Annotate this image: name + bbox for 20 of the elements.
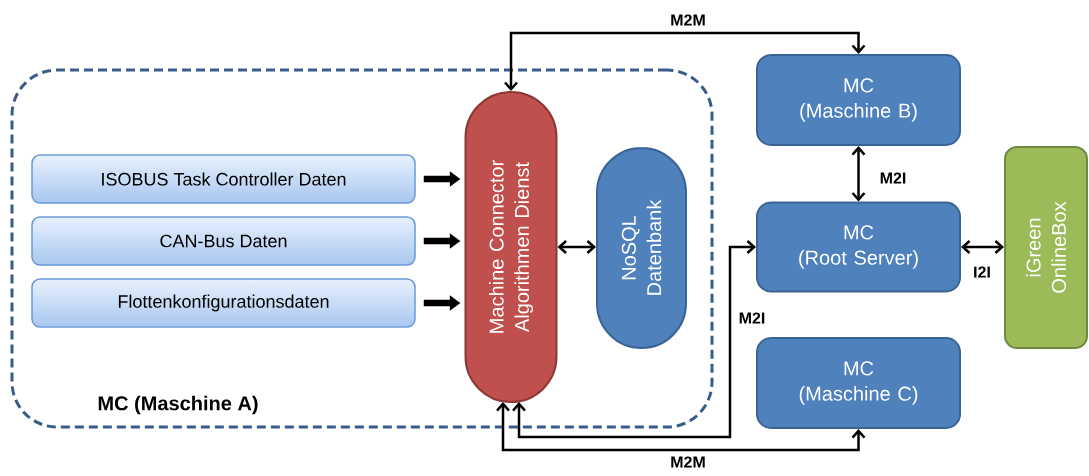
arrow — [851, 146, 866, 202]
service-capsule: Machine Connector Algorithmen Dienst — [464, 91, 558, 403]
online-box-capsule: iGreen OnlineBox — [1004, 146, 1088, 349]
edge-label: M2I — [737, 311, 767, 325]
arrow — [504, 31, 866, 91]
arrow — [512, 240, 756, 439]
edge-label: M2M — [668, 13, 708, 27]
edge-label: I2I — [971, 265, 993, 279]
machine-connector-box: MC (Maschine C) — [756, 337, 961, 429]
arrow — [557, 240, 596, 254]
edge-label: M2I — [878, 171, 908, 185]
machine-connector-box: MC (Maschine B) — [756, 54, 961, 146]
data-source-box: CAN-Bus Daten — [31, 216, 416, 266]
edge-label: M2M — [668, 455, 708, 469]
arrow — [496, 402, 866, 452]
database-capsule: NoSQL Datenbank — [596, 147, 687, 349]
data-source-box: ISOBUS Task Controller Daten — [31, 154, 416, 204]
arrow — [961, 240, 1004, 254]
machine-connector-box: MC (Root Server) — [756, 201, 961, 293]
data-source-box: Flottenkonfigurationsdaten — [31, 278, 416, 328]
